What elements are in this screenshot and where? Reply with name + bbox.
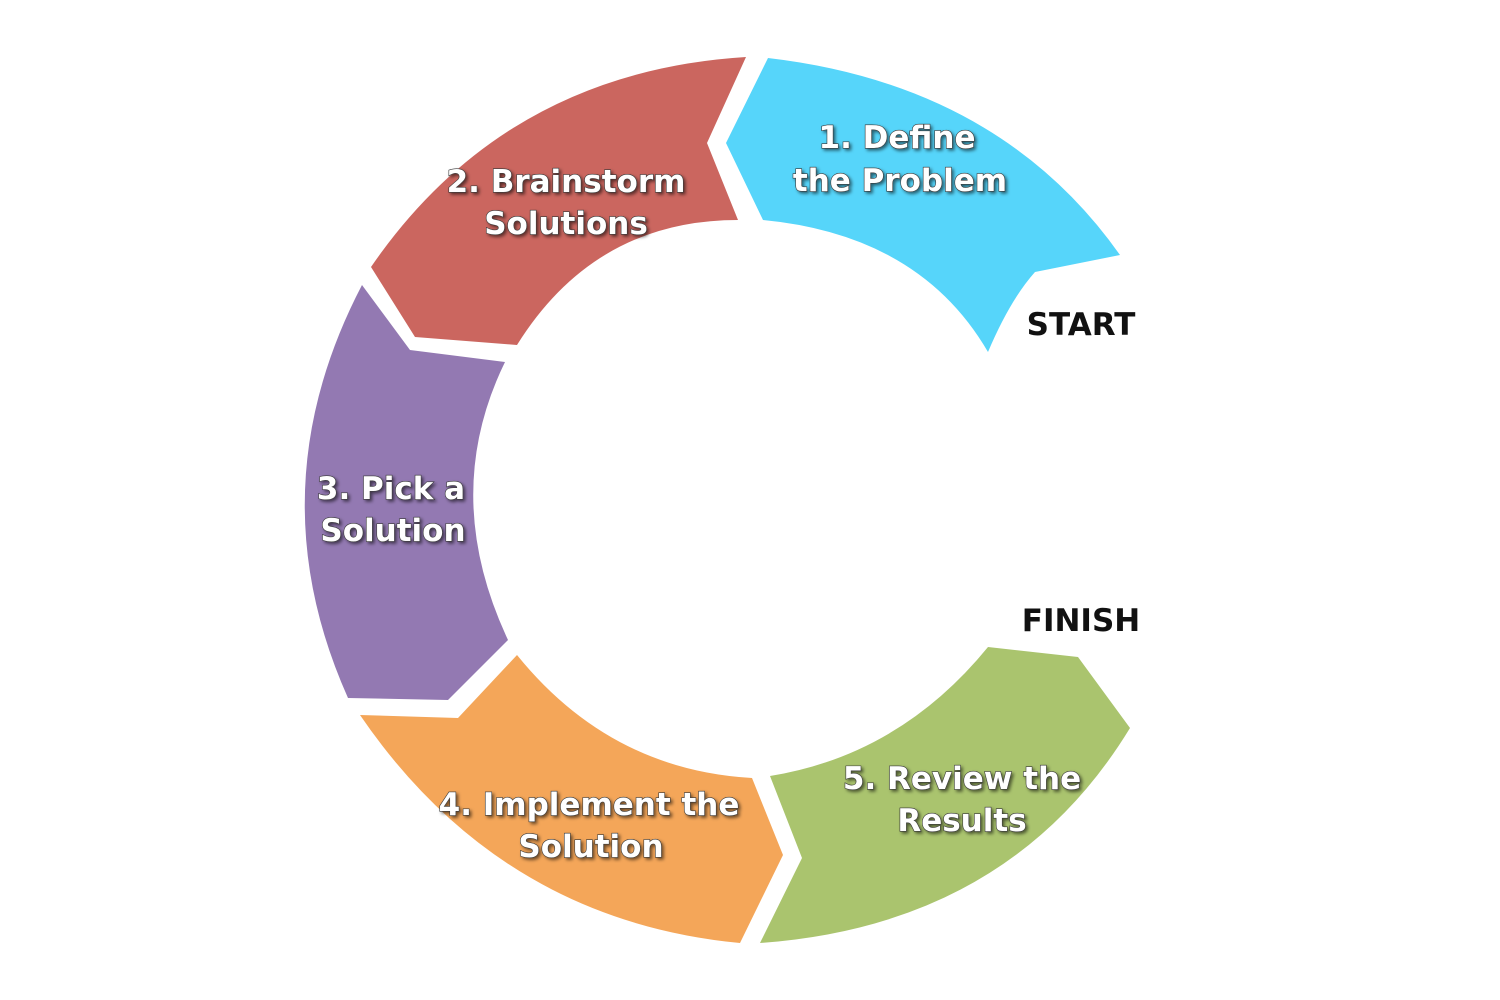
start-label: START bbox=[1027, 307, 1136, 343]
step-1-label-line2: the Problem bbox=[793, 163, 1007, 199]
segment-define-problem bbox=[726, 58, 1120, 352]
segment-brainstorm-solutions bbox=[371, 57, 746, 345]
step-3-label-line2: Solution bbox=[320, 513, 465, 549]
step-2-label-line2: Solutions bbox=[484, 206, 648, 242]
step-1-label: 1. Define bbox=[819, 120, 976, 156]
step-3-label: 3. Pick a bbox=[317, 471, 465, 507]
step-5-label-line2: Results bbox=[897, 803, 1026, 839]
segment-review-results bbox=[760, 647, 1130, 943]
finish-label: FINISH bbox=[1022, 603, 1140, 639]
step-4-label-line2: Solution bbox=[518, 829, 663, 865]
step-5-label: 5. Review the bbox=[843, 761, 1081, 797]
step-4-label: 4. Implement the bbox=[439, 787, 740, 823]
segment-implement-solution bbox=[360, 655, 783, 943]
step-2-label: 2. Brainstorm bbox=[447, 164, 686, 200]
segment-pick-solution bbox=[304, 285, 508, 700]
